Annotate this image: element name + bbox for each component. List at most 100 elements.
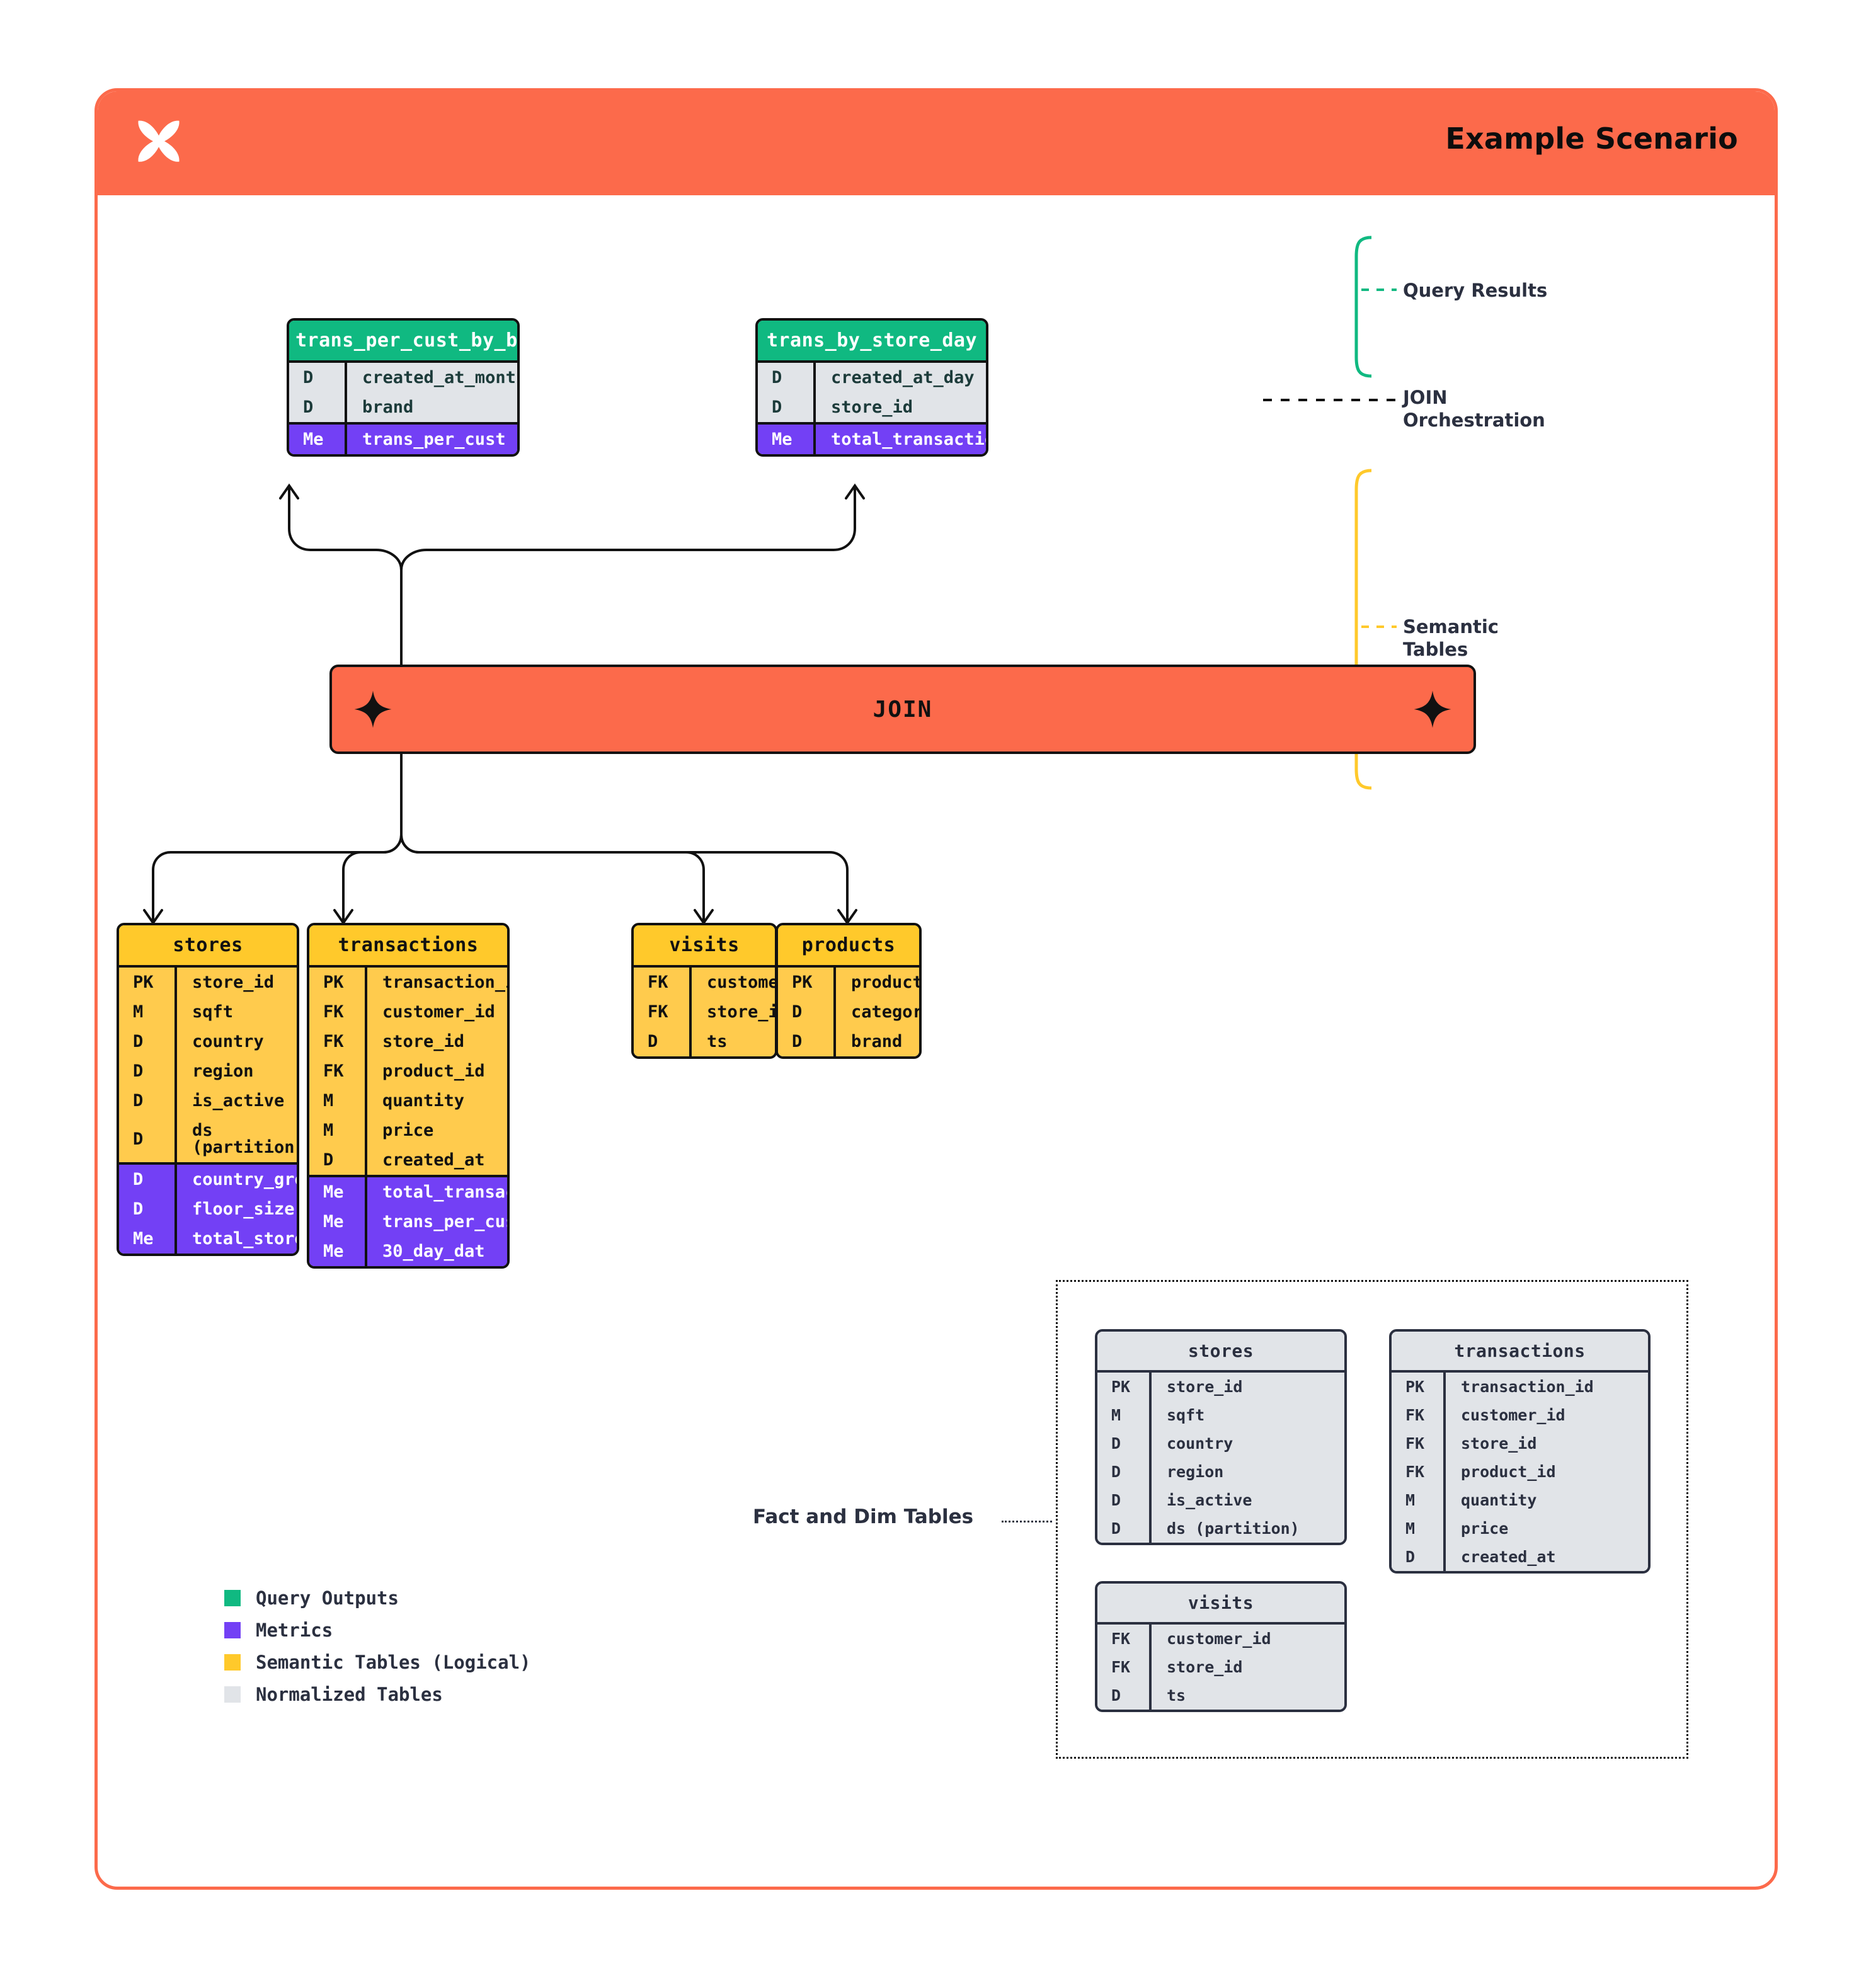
legend-swatch — [224, 1622, 241, 1638]
row-field: ds (partition) — [192, 1121, 299, 1157]
row-key: D — [119, 1056, 177, 1086]
row-key: D — [1097, 1486, 1152, 1514]
row-field: is_active — [192, 1091, 285, 1111]
row-key: Me — [289, 425, 347, 454]
scenario-card: Example Scenario — [94, 88, 1778, 1890]
query-output-table-trans-per-cust-by-brand-month[interactable]: trans_per_cust_by_brand_month D created_… — [287, 318, 520, 457]
row-field: total_stores — [192, 1229, 297, 1248]
row-field: brand — [851, 1032, 903, 1051]
table-row: D created_at_day — [758, 363, 986, 392]
row-field: created_at_day — [831, 368, 975, 387]
row-key: M — [1097, 1401, 1152, 1429]
row-field: product_id — [382, 1061, 485, 1081]
row-field: category — [851, 1002, 919, 1022]
row-field: price — [1461, 1519, 1509, 1538]
row-field: sqft — [1167, 1406, 1205, 1424]
row-field: store_id — [1461, 1434, 1537, 1453]
join-orchestration-bar[interactable]: JOIN — [329, 665, 1476, 754]
row-key: D — [634, 1027, 692, 1056]
row-field: customer_id — [707, 973, 775, 992]
row-field: country — [1167, 1434, 1233, 1453]
row-field: ts — [707, 1032, 728, 1051]
row-field: price — [382, 1121, 434, 1140]
legend-swatch — [224, 1686, 241, 1703]
legend-label: Metrics — [256, 1620, 333, 1641]
legend-label: Semantic Tables (Logical) — [256, 1652, 531, 1673]
row-key: D — [758, 392, 816, 422]
row-field: country_group — [192, 1170, 297, 1189]
row-field: region — [192, 1061, 254, 1081]
row-field: created_at — [1461, 1548, 1556, 1566]
row-field: store_id — [1167, 1658, 1243, 1676]
query-output-table-trans-by-store-day[interactable]: trans_by_store_day D created_at_day D st… — [755, 318, 988, 457]
legend-label: Query Outputs — [256, 1587, 399, 1609]
legend-item-normalized-tables: Normalized Tables — [224, 1684, 531, 1705]
table-title: transactions — [309, 925, 507, 968]
row-field: is_active — [1167, 1491, 1252, 1509]
table-row: Dcategory — [778, 997, 919, 1027]
row-field: store_id — [1167, 1378, 1243, 1396]
fact-dim-leader-line — [1002, 1521, 1052, 1522]
table-row: PK store_id — [119, 968, 297, 997]
table-row: D store_id — [758, 392, 986, 422]
table-title: trans_per_cust_by_brand_month — [289, 321, 517, 363]
row-key: Me — [309, 1237, 367, 1266]
row-field: transaction_id — [1461, 1378, 1594, 1396]
row-key: D — [289, 392, 347, 422]
row-key: M — [1392, 1514, 1446, 1543]
annotation-fact-dim-tables: Fact and Dim Tables — [753, 1505, 974, 1528]
table-title: visits — [1097, 1584, 1344, 1625]
row-key: PK — [119, 968, 177, 997]
row-key: Me — [309, 1177, 367, 1207]
row-field: product_id — [1461, 1463, 1556, 1481]
row-field: transaction_id — [382, 973, 507, 992]
sparkle-icon — [354, 690, 392, 728]
page-title: Example Scenario — [1445, 122, 1738, 156]
row-field: sqft — [192, 1002, 234, 1022]
annotation-semantic-line2: Tables — [1403, 639, 1468, 661]
table-title: products — [778, 925, 919, 968]
row-field: quantity — [382, 1091, 465, 1111]
annotation-semantic-line1: Semantic — [1403, 616, 1499, 637]
row-field: trans_per_cust — [382, 1212, 507, 1231]
row-key: D — [758, 363, 816, 392]
legend-swatch — [224, 1654, 241, 1671]
row-key: M — [1392, 1486, 1446, 1514]
row-field: store_id — [192, 973, 275, 992]
legend-swatch — [224, 1590, 241, 1606]
row-field: product_id — [851, 973, 922, 992]
legend-item-metrics: Metrics — [224, 1620, 531, 1641]
row-key: D — [119, 1116, 177, 1162]
